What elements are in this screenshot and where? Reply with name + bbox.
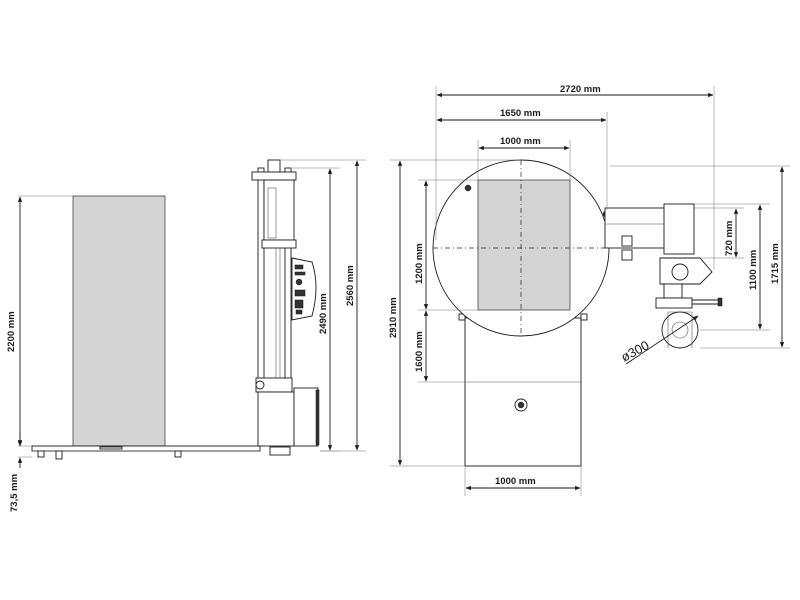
dim-1000-bottom: 1000 mm [495, 476, 536, 487]
dim-2200: 2200 mm [6, 311, 17, 352]
dim-1600: 1600 mm [414, 331, 425, 372]
top-mast-arm [604, 203, 723, 349]
dim-1100: 1100 mm [748, 250, 759, 290]
dim-2910: 2910 mm [388, 297, 399, 338]
side-view: 2200 mm 73,5 mm 2490 mm 2560 mm [6, 159, 366, 512]
dim-2490: 2490 mm [318, 293, 329, 334]
dim-720: 720 mm [724, 221, 735, 256]
top-view: 2720 mm 1650 mm 1000 mm 2910 mm 1200 mm … [388, 84, 790, 496]
side-base-platform [31, 445, 261, 452]
dim-2720: 2720 mm [560, 84, 601, 95]
dim-wheel-diameter: ø300 [618, 337, 651, 364]
dim-2560: 2560 mm [345, 265, 356, 306]
side-mast [251, 159, 297, 384]
dim-73-5: 73,5 mm [9, 474, 20, 512]
side-load [72, 195, 166, 447]
dim-1000-top: 1000 mm [500, 136, 541, 147]
top-ramp [464, 317, 582, 467]
dim-1715: 1715 mm [770, 243, 781, 284]
side-lower-housing [255, 377, 320, 447]
dim-1650: 1650 mm [500, 108, 541, 119]
side-control-panel [291, 257, 317, 321]
top-wheel [661, 311, 699, 349]
dim-1200: 1200 mm [414, 243, 425, 284]
top-load [477, 179, 571, 311]
